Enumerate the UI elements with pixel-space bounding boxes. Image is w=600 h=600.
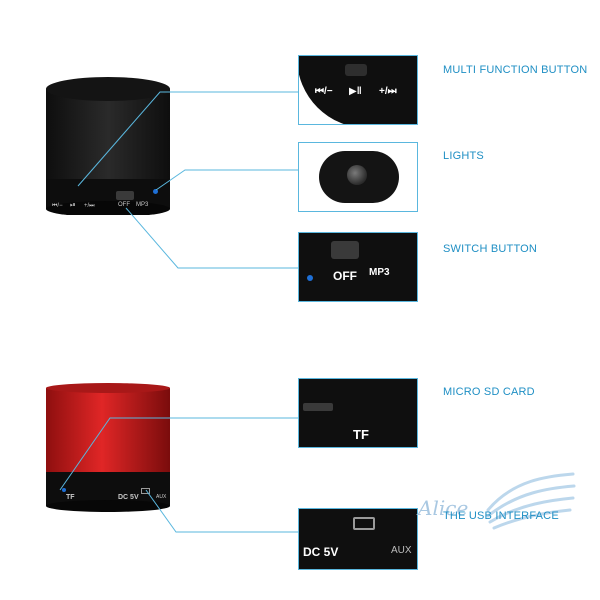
label-usb: THE USB INTERFACE: [443, 510, 559, 522]
base-play-label: ⏯: [70, 202, 76, 209]
label-multi-function: MULTI FUNCTION BUTTON: [443, 64, 588, 76]
tf-led-icon: [62, 488, 66, 492]
bluetooth-icon: [307, 275, 313, 281]
switch-knob: [331, 241, 359, 259]
next-button-label: +/⏭: [379, 86, 397, 97]
label-switch: SWITCH BUTTON: [443, 243, 538, 255]
black-speaker-body: [46, 77, 170, 215]
panel-micro-sd: TF: [298, 378, 418, 448]
tf-label: TF: [353, 427, 369, 442]
panel-switch: OFF MP3: [298, 232, 418, 302]
watermark-text: Alice: [418, 496, 469, 520]
bluetooth-led-icon: [153, 189, 158, 194]
base-aux-label: AUX: [156, 494, 167, 500]
base-dc-label: DC 5V: [118, 494, 139, 501]
base-tf-label: TF: [66, 494, 75, 501]
panel-lights-image: [319, 151, 399, 203]
base-usb-port: [141, 488, 150, 494]
panel-usb-image: DC 5V AUX: [299, 509, 417, 569]
base-switch: [116, 191, 134, 200]
usb-port-icon: [353, 517, 375, 530]
line-switch: [125, 207, 298, 269]
base-next-label: +/⏭: [84, 203, 95, 209]
red-speaker-body: [46, 383, 170, 512]
switch-slider: [345, 64, 367, 76]
panel-multi-function: ⏮/− ▶‖ +/⏭: [298, 55, 418, 125]
sd-slot-icon: [303, 403, 333, 411]
red-speaker: TF DC 5V AUX: [40, 380, 175, 520]
base-prev-label: ⏮/−: [52, 203, 63, 209]
panel-lights: [298, 142, 418, 212]
dc-5v-label: DC 5V: [303, 545, 339, 559]
panel-micro-sd-image: TF: [299, 379, 417, 447]
base-off-label: OFF: [118, 202, 130, 208]
play-button-label: ▶‖: [349, 86, 362, 97]
switch-mp3-label: MP3: [369, 267, 390, 278]
watermark: Alice: [418, 470, 578, 540]
line-lights: [155, 169, 298, 191]
light-lens-icon: [347, 165, 367, 185]
prev-button-label: ⏮/−: [315, 86, 333, 97]
panel-usb: DC 5V AUX: [298, 508, 418, 570]
label-lights: LIGHTS: [443, 150, 484, 162]
panel-switch-image: OFF MP3: [299, 233, 417, 301]
aux-label: AUX: [391, 545, 412, 556]
base-mp3-label: MP3: [136, 202, 149, 208]
wing-icon: [486, 472, 576, 530]
label-micro-sd: MICRO SD CARD: [443, 386, 535, 398]
panel-multi-function-image: ⏮/− ▶‖ +/⏭: [299, 56, 417, 124]
black-speaker: ⏮/− ⏯ +/⏭ OFF MP3: [40, 75, 175, 215]
switch-off-label: OFF: [333, 269, 357, 283]
